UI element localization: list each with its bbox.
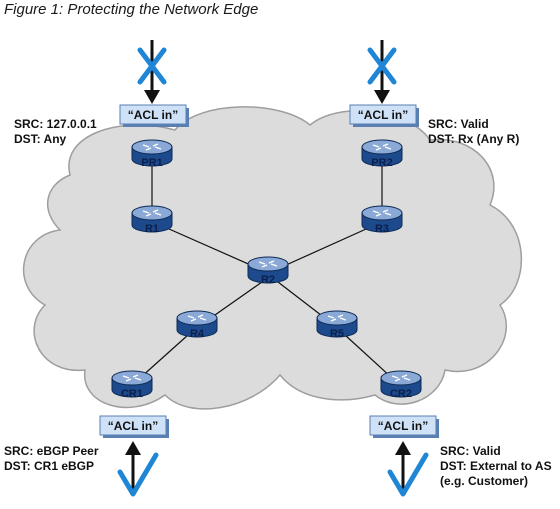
router-label: R4 (190, 328, 205, 340)
link-r5-cr2 (344, 334, 393, 379)
annotation-pr2: SRC: Valid DST: Rx (Any R) (428, 117, 519, 146)
router-cr2: CR2 (380, 370, 422, 400)
blocked-traffic-pr2 (367, 40, 397, 104)
annotation-cr1: SRC: eBGP Peer DST: CR1 eBGP (4, 444, 99, 473)
acl-box-cr2: “ACL in” (369, 415, 439, 438)
x-mark-icon (367, 47, 397, 85)
annotation-src: SRC: Valid (428, 117, 489, 131)
allowed-traffic-cr1 (117, 441, 159, 497)
router-pr1: PR1 (131, 139, 173, 169)
annotation-extra: (e.g. Customer) (440, 474, 528, 488)
acl-label: “ACL in” (108, 419, 158, 433)
router-label: CR2 (390, 388, 412, 400)
link-r4-cr1 (139, 334, 189, 379)
annotation-src: SRC: eBGP Peer (4, 444, 99, 458)
router-label: R3 (375, 223, 389, 235)
router-r2: R2 (247, 256, 289, 286)
router-label: R2 (261, 274, 275, 286)
router-label: R5 (330, 328, 344, 340)
router-cr1: CR1 (111, 370, 153, 400)
annotation-src: SRC: 127.0.0.1 (14, 117, 97, 131)
router-label: PR1 (141, 157, 162, 169)
blocked-traffic-pr1 (137, 40, 167, 104)
router-r3: R3 (361, 205, 403, 235)
acl-label: “ACL in” (358, 108, 408, 122)
annotation-pr1: SRC: 127.0.0.1 DST: Any (14, 117, 97, 146)
annotation-src: SRC: Valid (440, 444, 501, 458)
router-r1: R1 (131, 205, 173, 235)
acl-box-pr1: “ACL in” (119, 104, 189, 127)
acl-box-pr2: “ACL in” (349, 104, 419, 127)
router-r5: R5 (316, 310, 358, 340)
x-mark-icon (137, 47, 167, 85)
link-r3-r2 (274, 224, 376, 271)
annotation-dst: DST: External to AS (440, 459, 552, 473)
annotation-dst: DST: Rx (Any R) (428, 132, 519, 146)
annotation-dst: DST: CR1 eBGP (4, 459, 94, 473)
router-r4: R4 (176, 310, 218, 340)
router-label: PR2 (371, 157, 392, 169)
check-mark-icon (387, 452, 429, 497)
check-mark-icon (117, 452, 159, 497)
annotation-cr2: SRC: Valid DST: External to AS (e.g. Cus… (440, 444, 552, 488)
acl-label: “ACL in” (128, 108, 178, 122)
acl-box-cr1: “ACL in” (99, 415, 169, 438)
acl-label: “ACL in” (378, 419, 428, 433)
router-label: CR1 (121, 388, 143, 400)
allowed-traffic-cr2 (387, 441, 429, 497)
router-pr2: PR2 (361, 139, 403, 169)
router-label: R1 (145, 223, 159, 235)
annotation-dst: DST: Any (14, 132, 67, 146)
link-r1-r2 (159, 224, 263, 271)
figure-title: Figure 1: Protecting the Network Edge (4, 1, 259, 18)
